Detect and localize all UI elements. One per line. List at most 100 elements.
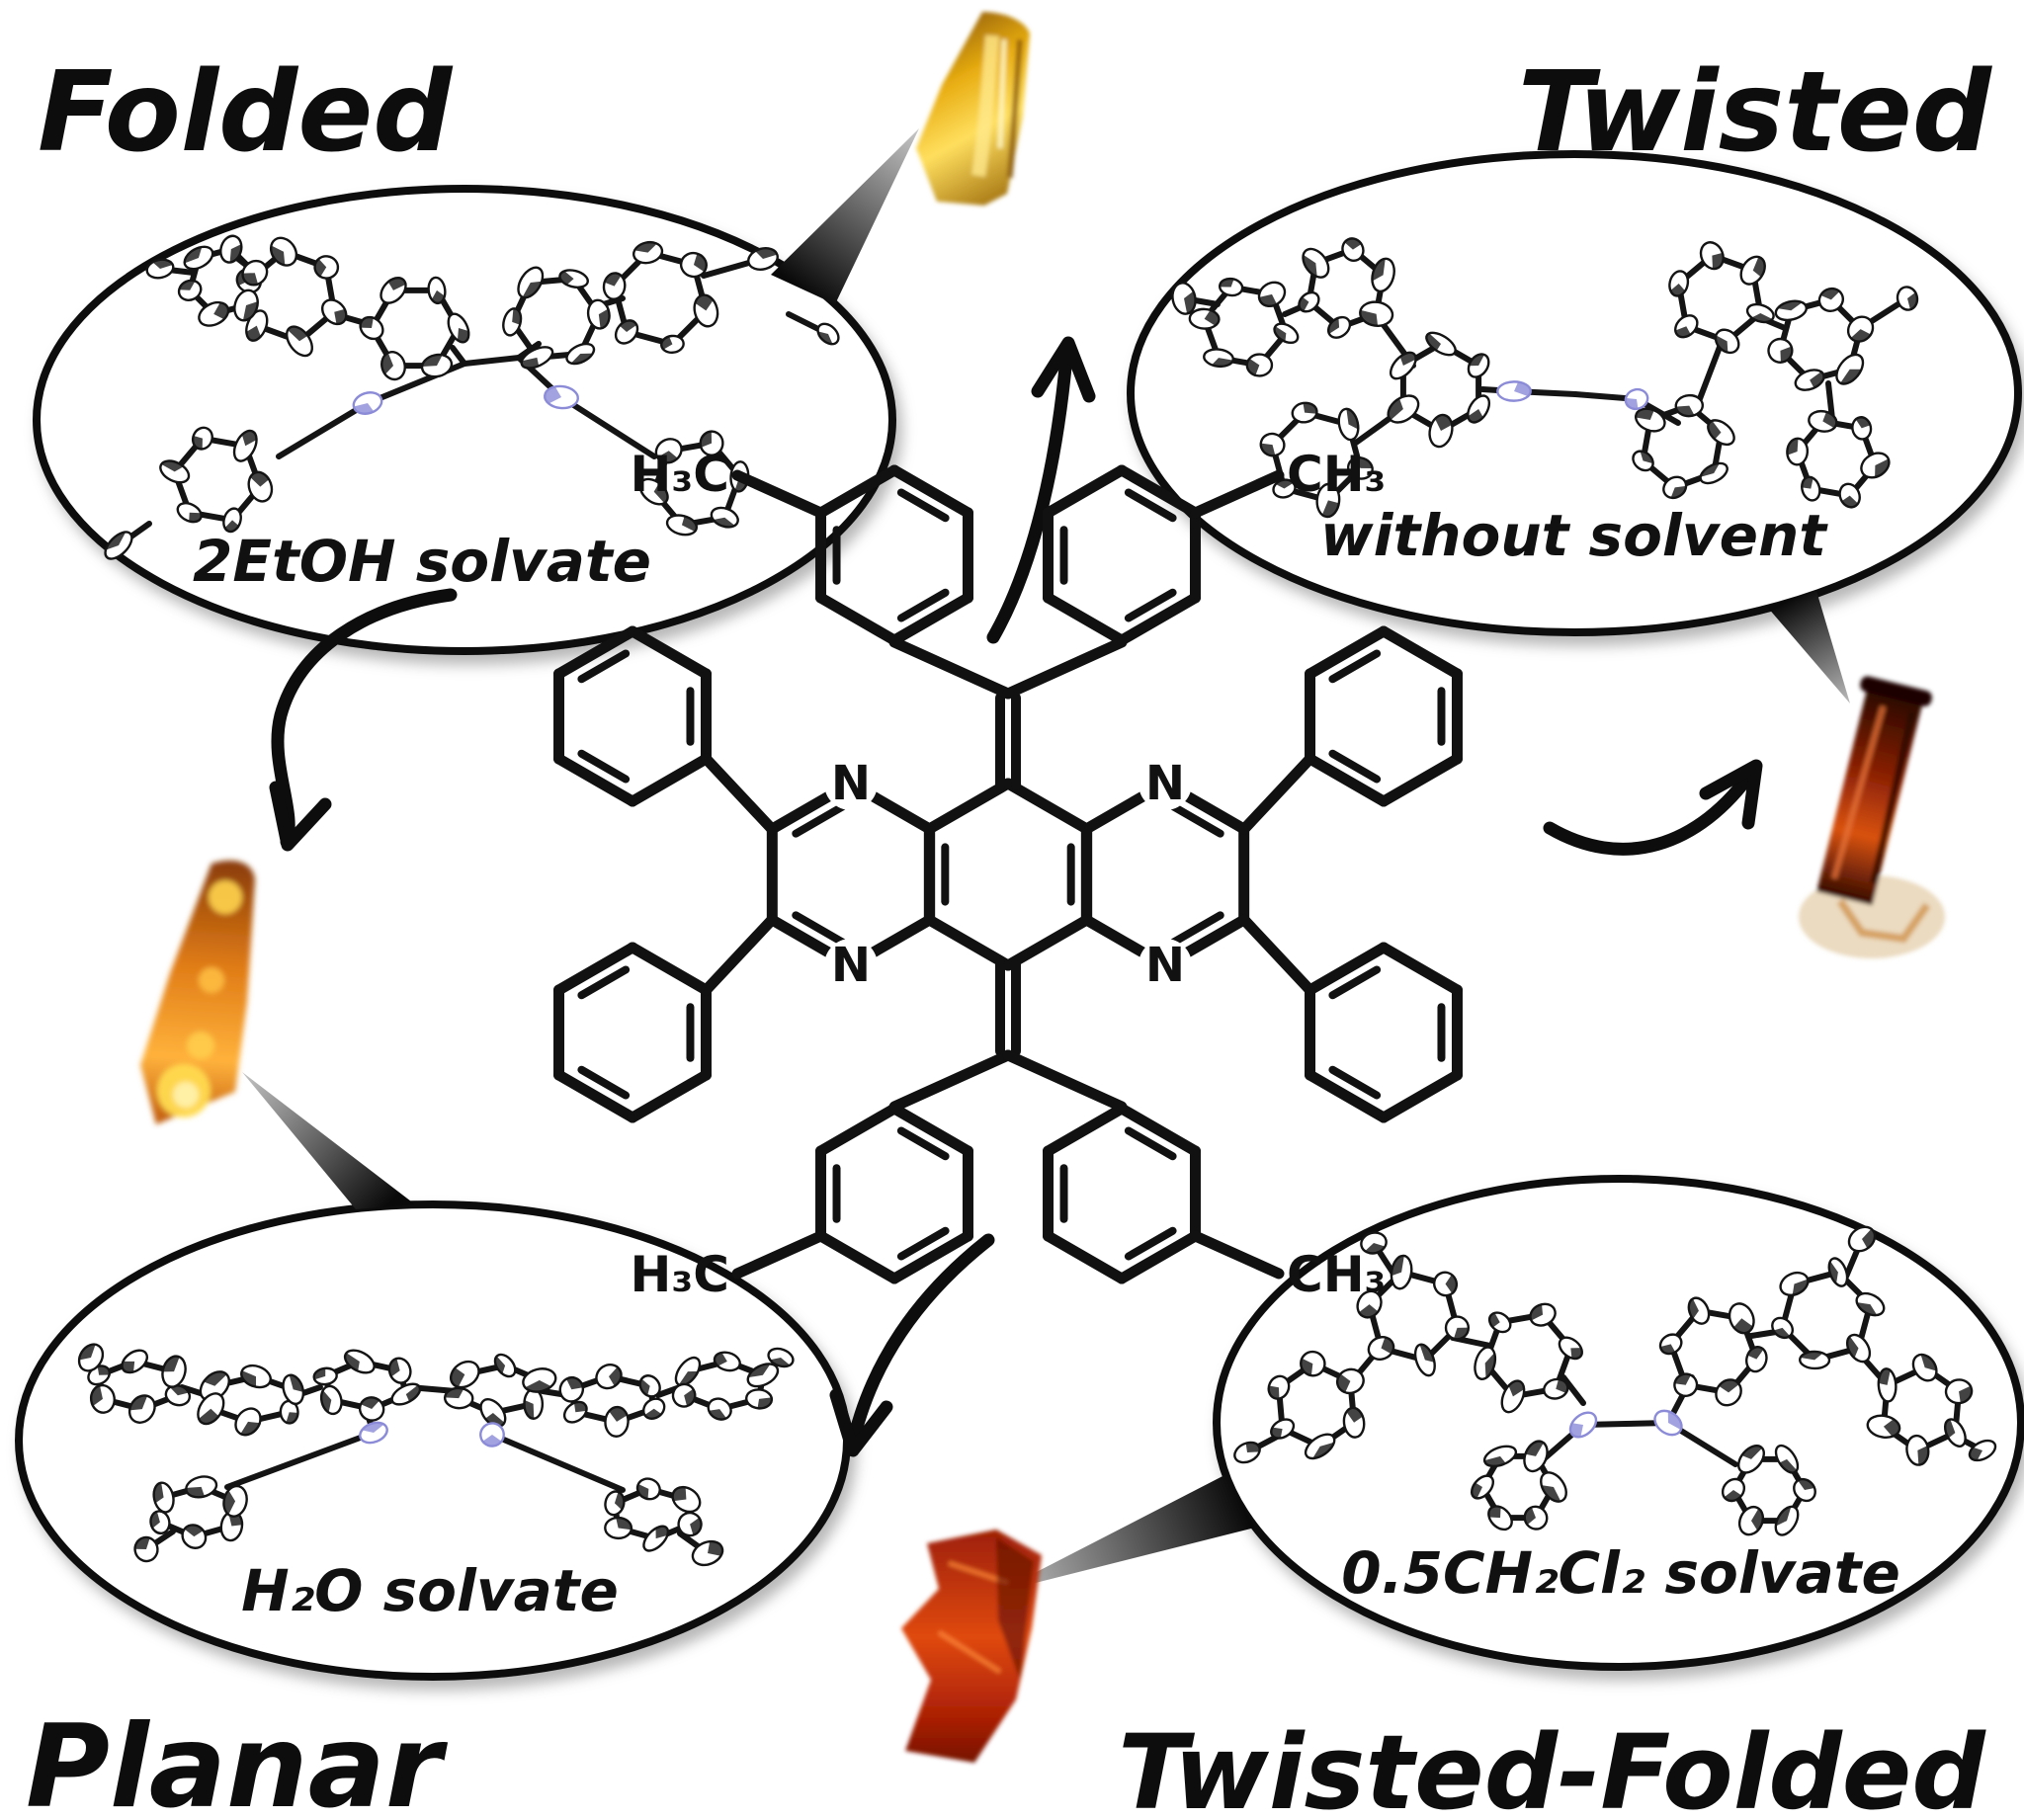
atom-shade: [482, 1435, 502, 1447]
bond: [701, 914, 778, 996]
atom-shade: [681, 516, 697, 533]
bond: [577, 965, 631, 1000]
carbon-atom: [247, 470, 274, 503]
atom-shade: [451, 1367, 465, 1387]
atom-shade: [1775, 1506, 1792, 1527]
atom-shade: [1275, 479, 1294, 489]
atom-shade: [1751, 1508, 1763, 1531]
bond: [1238, 753, 1315, 835]
carbon-atom: [1245, 353, 1274, 377]
bond: [553, 942, 638, 996]
atom-shade: [634, 242, 657, 253]
atom-shade: [1391, 1255, 1404, 1277]
nitrogen-atom: [352, 391, 383, 415]
carbon-atom: [614, 319, 639, 345]
carbon-atom: [245, 309, 269, 342]
carbon-atom: [522, 1367, 557, 1393]
atom-shade: [1667, 1411, 1682, 1431]
atom-shade: [1388, 398, 1403, 421]
bond: [1305, 942, 1390, 996]
atom-shade: [1346, 1407, 1363, 1423]
bond: [1168, 911, 1224, 947]
carbon-atom: [1487, 1505, 1513, 1531]
carbon-atom: [234, 1407, 262, 1437]
atom-shade: [161, 460, 184, 472]
carbon-atom: [312, 1366, 338, 1386]
carbon-atom: [1203, 348, 1234, 369]
atom-shade: [286, 1412, 298, 1424]
atom-shade: [1675, 405, 1695, 417]
carbon-atom: [279, 1399, 299, 1425]
crystal-photo-dark-red: [1799, 676, 1945, 958]
atom-shade: [757, 1397, 772, 1409]
carbon-atom: [1444, 1315, 1471, 1341]
atom-shade: [213, 302, 229, 320]
n-label-knockout: [824, 757, 878, 810]
atom-shade: [122, 1361, 135, 1372]
crystal-body: [140, 860, 255, 1124]
carbon-atom: [443, 1386, 474, 1410]
carbon-atom: [1662, 475, 1688, 500]
ortep-bond: [276, 400, 371, 459]
atom-shade: [1468, 409, 1483, 423]
atom-shade: [1381, 1337, 1394, 1355]
carbon-atom: [145, 258, 175, 280]
atom-shade: [388, 1358, 400, 1377]
atom-shade: [1724, 1490, 1742, 1501]
pointer-wedge-twisted-to-crystal: [1767, 591, 1850, 703]
atom-shade: [1274, 326, 1287, 342]
bond: [1124, 588, 1177, 622]
carbon-atom: [1259, 432, 1286, 457]
atom-shade: [1472, 1482, 1482, 1499]
carbon-atom: [1298, 290, 1320, 313]
bond: [815, 1230, 900, 1284]
atom-shade: [817, 331, 833, 345]
atom-shade: [1862, 1228, 1875, 1249]
atom-shade: [1541, 1485, 1561, 1502]
carbon-atom: [1855, 1291, 1886, 1317]
arrow-right-up-head: [1699, 759, 1763, 830]
carbon-atom: [1387, 394, 1420, 424]
atom-shade: [1800, 1351, 1823, 1361]
atom-shade: [353, 403, 375, 414]
carbon-atom: [1359, 300, 1394, 327]
carbon-atom: [198, 300, 230, 327]
atom-shade: [1484, 1353, 1495, 1378]
carbon-atom: [420, 353, 454, 378]
atom-shade: [1970, 1447, 1982, 1460]
atom-shade: [1945, 1419, 1956, 1439]
bond: [577, 1065, 631, 1100]
methyl-label-top-right: CH₃: [1287, 446, 1386, 503]
atom-shade: [614, 1491, 625, 1511]
carbon-atom: [677, 1511, 703, 1537]
carbon-atom: [1300, 1350, 1326, 1377]
carbon-atom: [164, 1384, 192, 1407]
atom-shade: [1670, 485, 1687, 498]
bond: [1124, 1226, 1177, 1261]
bond: [1043, 464, 1128, 519]
atom-shade: [684, 1388, 696, 1407]
atom-shade: [524, 1399, 535, 1419]
carbon-atom: [745, 1388, 774, 1410]
atom-shade: [1674, 1373, 1691, 1385]
carbon-atom: [671, 1485, 702, 1514]
carbon-atom: [1257, 281, 1287, 308]
bond: [792, 802, 848, 838]
crystal-shadow-facet: [996, 1537, 1034, 1680]
methyl-label-bottom-right: CH₃: [1287, 1246, 1386, 1303]
atom-shade: [271, 245, 286, 266]
atom-shade: [321, 1390, 332, 1413]
atom-shade: [1556, 1378, 1568, 1393]
carbon-atom: [177, 279, 203, 301]
n-label-knockout: [1138, 939, 1192, 992]
carbon-atom: [502, 307, 523, 337]
bond: [1378, 1069, 1463, 1123]
atom-shade: [1301, 1358, 1313, 1376]
atom-shade: [381, 353, 393, 374]
atom-shade: [1841, 495, 1858, 508]
atom-shade: [162, 1356, 180, 1372]
crystal-prism: [1816, 676, 1932, 906]
atom-shade: [1525, 1441, 1544, 1456]
atom-shade: [1792, 1279, 1809, 1295]
atom-shade: [179, 280, 196, 290]
